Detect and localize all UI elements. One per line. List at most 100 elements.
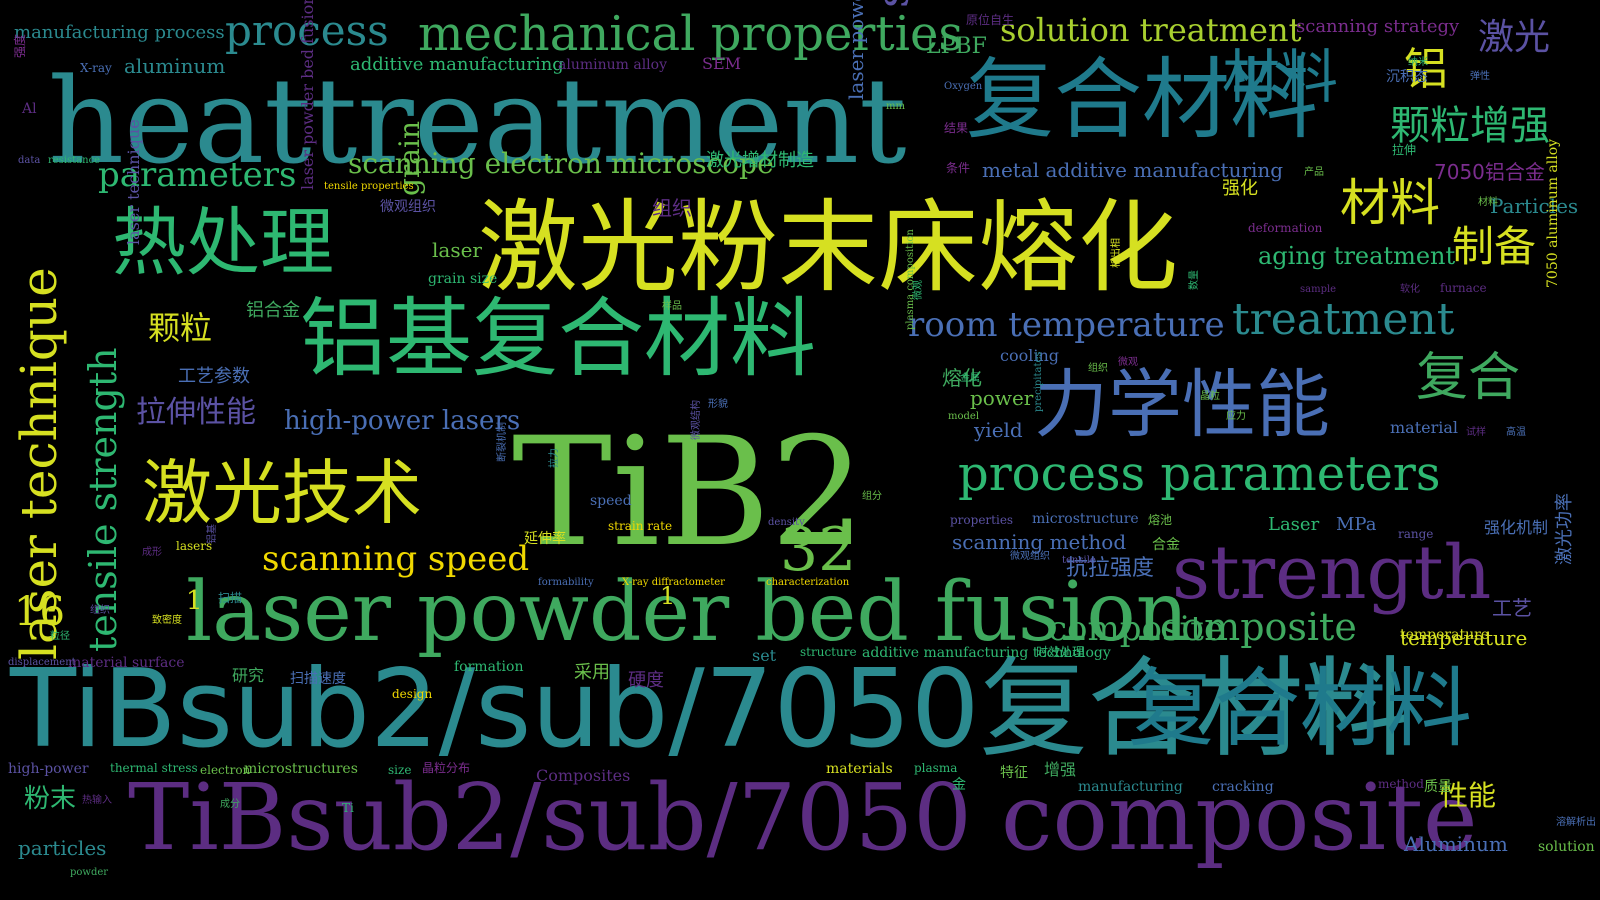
wordcloud-word: 溶解析出 <box>1556 817 1596 828</box>
wordcloud-word: scanning method <box>952 530 1127 554</box>
wordcloud-word: furnace <box>1440 281 1487 295</box>
wordcloud-word: yield <box>974 418 1023 442</box>
wordcloud-word: manufacturing <box>1078 779 1183 795</box>
wordcloud-word: electron <box>200 763 251 777</box>
wordcloud-word: SEM <box>702 54 742 73</box>
wordcloud-word: manufacturing process <box>14 22 225 43</box>
wordcloud-word: 弹性 <box>1470 71 1490 82</box>
wordcloud-word: 扫描 <box>218 591 243 605</box>
wordcloud-word: X-ray <box>80 61 112 75</box>
wordcloud-word: 铝基复合材料 <box>300 289 816 389</box>
wordcloud-word: 试样 <box>1466 427 1486 438</box>
wordcloud-word: 热处理 <box>112 200 334 286</box>
wordcloud-word: precipitates <box>1033 351 1044 412</box>
wordcloud-word: laser power <box>844 0 868 100</box>
wordcloud-word: 拉伸 <box>1392 143 1417 157</box>
wordcloud-word: 铝合金 <box>246 300 300 321</box>
wordcloud-word: 纳米 <box>1408 57 1428 68</box>
wordcloud-word: 金属 <box>960 373 980 384</box>
wordcloud-word: LPBF <box>926 34 987 59</box>
wordcloud-word: 复合材料 <box>966 48 1319 151</box>
wordcloud-word: 力学性能 <box>1034 362 1330 448</box>
wordcloud-word: tensile properties <box>324 181 414 192</box>
wordcloud-word: range <box>1398 527 1434 541</box>
wordcloud-word: design <box>392 687 433 701</box>
wordcloud-word: 激光粉末床熔化 <box>478 189 1178 306</box>
wordcloud-word: 激光增材制造 <box>706 150 814 171</box>
wordcloud-word: 微观 <box>913 280 924 300</box>
wordcloud-word: 组分 <box>862 491 882 502</box>
wordcloud-word: high-power <box>8 761 89 777</box>
wordcloud-word: 数量 <box>1189 270 1200 290</box>
wordcloud-word: 熔池 <box>1148 513 1173 527</box>
wordcloud-word: microstructures <box>244 761 358 777</box>
wordcloud-word: aging treatment <box>1258 242 1456 270</box>
wordcloud-word: 采用 <box>574 662 610 683</box>
wordcloud-word: 研究 <box>232 666 265 685</box>
wordcloud-word: 组织 <box>1088 363 1108 374</box>
wordcloud-word: Ti <box>342 801 354 815</box>
wordcloud-word: solution <box>1538 839 1595 855</box>
wordcloud-word: 结果 <box>944 121 969 135</box>
wordcloud-word: TiB2 <box>512 406 866 580</box>
wordcloud-word: 条件 <box>946 161 971 175</box>
wordcloud-word: 制备 <box>1452 222 1537 271</box>
wordcloud-word: scanning strategy <box>1296 16 1460 37</box>
wordcloud-word: 晶粒分布 <box>422 761 471 775</box>
wordcloud-word: sample <box>1300 284 1337 295</box>
wordcloud-word: deformation <box>1248 221 1323 235</box>
wordcloud-word: powder <box>70 867 109 878</box>
wordcloud-word: aluminum <box>124 54 226 78</box>
wordcloud-word: 拉伸性能 <box>136 395 256 430</box>
wordcloud-word: 析出相 <box>1111 238 1122 268</box>
wordcloud-word: laser powder bed fusion <box>186 565 1189 660</box>
wordcloud-word: 高温 <box>1506 427 1526 438</box>
wordcloud-word: 软化 <box>1400 284 1420 295</box>
wordcloud-word: 工艺 <box>1492 596 1532 620</box>
wordcloud-word: microstructure <box>1032 511 1139 527</box>
wordcloud-word: 微观结构 <box>691 400 702 440</box>
wordcloud-word: 材料 <box>1222 43 1339 111</box>
wordcloud-word: 原位自生 <box>966 13 1015 27</box>
wordcloud-word: 32 <box>780 515 857 585</box>
wordcloud-word: high-power lasers <box>284 406 521 436</box>
wordcloud-word: 激光 <box>1478 17 1551 58</box>
wordcloud-word: cracking <box>1212 779 1274 795</box>
wordcloud-word: 强度 <box>13 33 27 58</box>
wordcloud-word: 增强 <box>1044 760 1077 779</box>
wordcloud-word: 组织 <box>652 196 692 220</box>
wordcloud-word: 金 <box>952 777 966 793</box>
wordcloud-word: size <box>388 763 412 777</box>
wordcloud-word: parameters <box>98 155 297 195</box>
wordcloud-word: cooling <box>1000 346 1060 365</box>
wordcloud-word: 晶粒 <box>1200 391 1220 402</box>
wordcloud-word: 抗拉强度 <box>1066 556 1155 581</box>
wordcloud-word: laser technique <box>124 119 143 245</box>
wordcloud-word: Al <box>22 101 37 117</box>
wordcloud-word: scanning <box>868 0 919 8</box>
wordcloud-word: TiBsub2/sub/7050 composite <box>128 764 1478 871</box>
wordcloud-word: composite <box>1048 609 1225 649</box>
wordcloud-word: 断裂机制 <box>497 422 508 462</box>
wordcloud-word: density <box>768 517 805 528</box>
wordcloud-word: 1 <box>186 586 203 616</box>
wordcloud-word: material surface <box>68 655 185 671</box>
wordcloud-word: 强化 <box>1222 178 1258 199</box>
wordcloud-word: metal additive manufacturing <box>982 158 1284 182</box>
wordcloud-word: process <box>225 6 389 55</box>
wordcloud-word: MPa <box>1336 514 1377 535</box>
wordcloud-word: material <box>1390 418 1459 437</box>
wordcloud-word: process parameters <box>958 446 1441 502</box>
wordcloud-word: 成分 <box>220 799 240 810</box>
wordcloud-word: 成形 <box>142 547 162 558</box>
wordcloud-word: temperature <box>1400 626 1528 650</box>
wordcloud-word: 样品 <box>662 301 682 312</box>
wordcloud-word: scanning electron microscope <box>348 147 774 180</box>
wordcloud-word: temperature <box>1400 627 1490 643</box>
wordcloud-word: tensile <box>1062 555 1096 566</box>
wordcloud-word: 粒径 <box>50 631 70 642</box>
wordcloud-word: 时效处理 <box>1036 645 1085 659</box>
wordcloud-word: solution treatment <box>1000 11 1302 49</box>
wordcloud-word: 拉力 <box>549 448 560 468</box>
wordcloud-word: room temperature <box>908 305 1225 345</box>
